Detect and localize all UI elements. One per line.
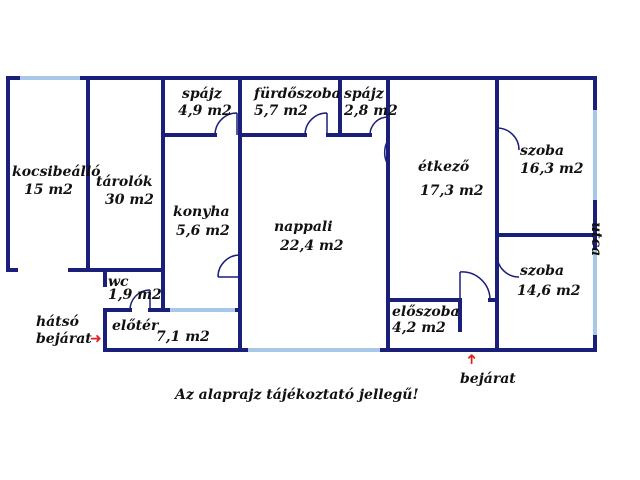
room-spajz2-name: spájz bbox=[344, 86, 384, 102]
room-etkezo-name: étkező bbox=[418, 159, 470, 175]
room-szoba2-area: 14,6 m2 bbox=[517, 283, 581, 299]
room-tarolok-name: tárolók bbox=[96, 174, 153, 190]
red-arrow-icon: ➜ bbox=[463, 353, 480, 365]
back-entrance-label-2: bejárat bbox=[36, 331, 92, 347]
room-kocsibeallo-area: 15 m2 bbox=[24, 182, 73, 198]
room-kocsibeallo-name: kocsibeálló bbox=[12, 164, 101, 180]
room-spajz2-area: 2,8 m2 bbox=[344, 103, 398, 119]
room-konyha-name: konyha bbox=[173, 204, 230, 220]
front-entrance-label: bejárat bbox=[460, 371, 516, 387]
room-wc-area: 1,9 m2 bbox=[108, 287, 162, 303]
red-arrow-icon: ➜ bbox=[90, 331, 102, 347]
room-spajz1-name: spájz bbox=[182, 86, 222, 102]
room-eloter-name: előtér bbox=[112, 318, 159, 334]
room-szoba1-name: szoba bbox=[520, 143, 565, 159]
room-konyha-area: 5,6 m2 bbox=[176, 223, 230, 239]
room-eloter-area: 7,1 m2 bbox=[156, 329, 210, 345]
room-eloszoba-name: előszoba bbox=[392, 304, 460, 320]
room-nappali-area: 22,4 m2 bbox=[280, 238, 344, 254]
room-szoba2-name: szoba bbox=[520, 263, 565, 279]
disclaimer-text: Az alaprajz tájékoztató jellegű! bbox=[175, 387, 419, 403]
room-spajz1-area: 4,9 m2 bbox=[178, 103, 232, 119]
windows bbox=[20, 76, 597, 352]
room-szoba1-area: 16,3 m2 bbox=[520, 161, 584, 177]
room-furdoszoba-name: fürdőszoba bbox=[254, 86, 341, 102]
room-etkezo-area: 17,3 m2 bbox=[420, 183, 484, 199]
room-wc-name: wc bbox=[108, 274, 129, 290]
door-swings bbox=[129, 112, 520, 311]
room-furdoszoba-area: 5,7 m2 bbox=[254, 103, 308, 119]
room-tarolok-area: 30 m2 bbox=[105, 192, 154, 208]
street-label: utca bbox=[588, 222, 604, 257]
room-nappali-name: nappali bbox=[274, 219, 333, 235]
room-eloszoba-area: 4,2 m2 bbox=[392, 320, 446, 336]
back-entrance-label-1: hátsó bbox=[36, 314, 79, 330]
